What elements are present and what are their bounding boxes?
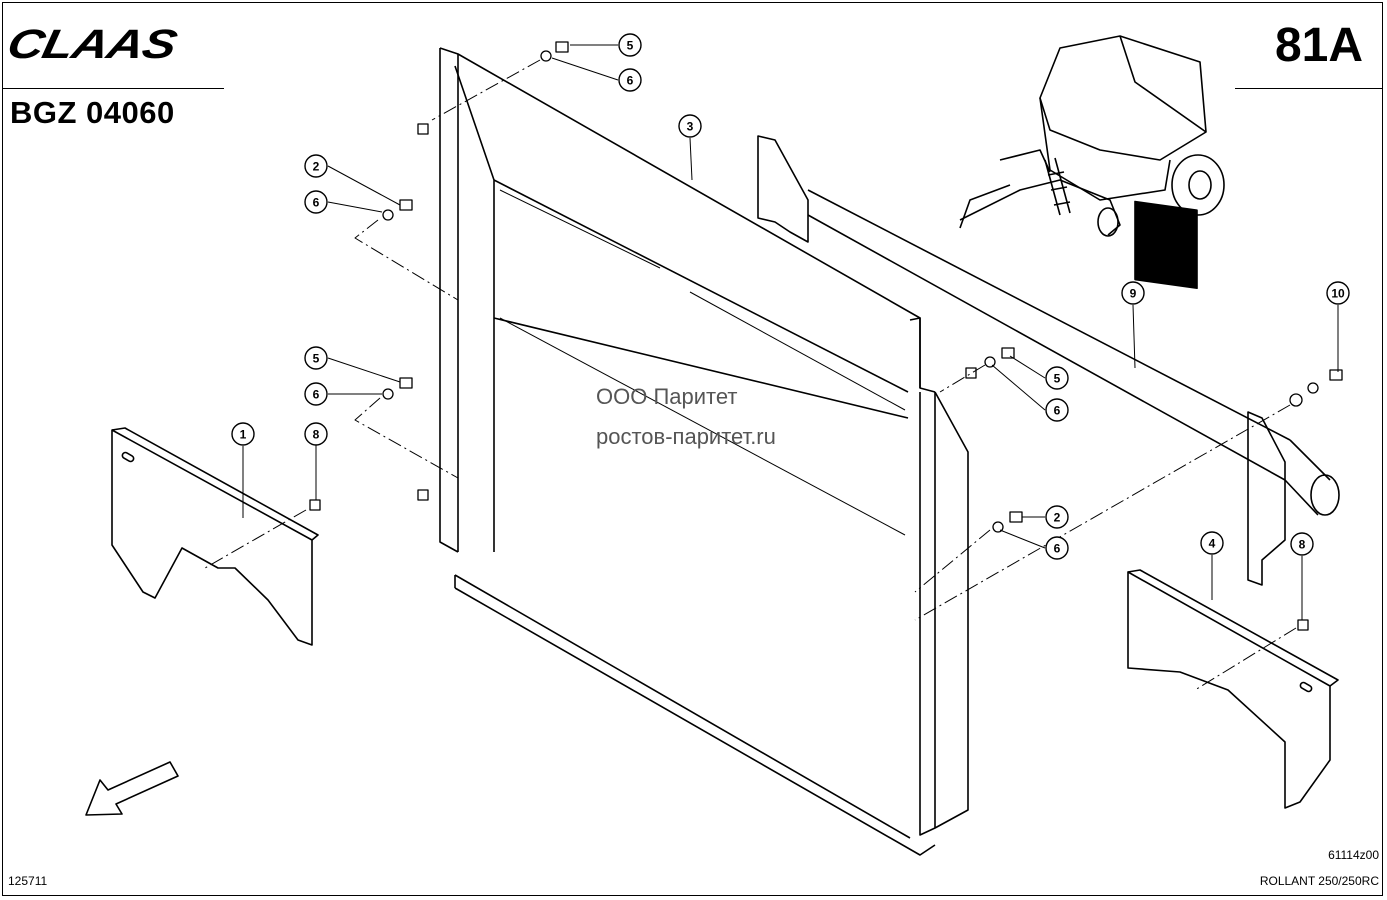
callout-bubbles: 5 6 3 2 6 9 10 5 6 5 6 1 8 2 6 4 8 — [231, 33, 1350, 560]
callout-6-left-upper: 6 — [304, 190, 328, 214]
callout-6-right: 6 — [1045, 398, 1069, 422]
left-side-plate — [111, 427, 319, 646]
svg-text:2: 2 — [1054, 511, 1061, 525]
svg-text:6: 6 — [1054, 542, 1061, 556]
callout-6-top: 6 — [618, 68, 642, 92]
arrow-down-left-icon — [85, 761, 179, 816]
model-name: ROLLANT 250/250RC — [1259, 874, 1379, 888]
callout-9: 9 — [1121, 281, 1145, 305]
svg-text:8: 8 — [1299, 538, 1306, 552]
svg-text:5: 5 — [313, 352, 320, 366]
fasteners — [309, 41, 1343, 631]
svg-text:10: 10 — [1331, 287, 1345, 301]
baler-thumbnail — [959, 35, 1225, 290]
svg-text:1: 1 — [240, 428, 247, 442]
svg-text:5: 5 — [627, 39, 634, 53]
leader-lines — [242, 44, 1339, 620]
callout-6-left-lower: 6 — [304, 382, 328, 406]
callout-5-top: 5 — [618, 33, 642, 57]
watermark-site: ростов-паритет.ru — [596, 424, 776, 449]
support-tube — [757, 135, 1340, 586]
watermark-company: ООО Паритет — [596, 384, 738, 409]
svg-text:4: 4 — [1209, 537, 1216, 551]
svg-text:3: 3 — [687, 120, 694, 134]
callout-3: 3 — [678, 114, 702, 138]
right-side-plate — [1127, 569, 1339, 809]
header-divider-right — [1235, 88, 1383, 89]
page-number: 81A — [1274, 19, 1363, 72]
svg-text:6: 6 — [1054, 404, 1061, 418]
svg-text:6: 6 — [313, 388, 320, 402]
callout-4: 4 — [1200, 531, 1224, 555]
callout-5-right: 5 — [1045, 366, 1069, 390]
svg-text:8: 8 — [313, 428, 320, 442]
callout-6-right-lower: 6 — [1045, 536, 1069, 560]
callout-10: 10 — [1326, 281, 1350, 305]
callout-1: 1 — [231, 422, 255, 446]
drawing-code: 61114z00 — [1328, 848, 1379, 862]
callout-8-right: 8 — [1290, 532, 1314, 556]
svg-text:9: 9 — [1130, 287, 1137, 301]
footer-code: 125711 — [8, 874, 48, 888]
header-divider-left — [2, 88, 224, 89]
svg-text:6: 6 — [313, 196, 320, 210]
callout-5-left: 5 — [304, 346, 328, 370]
document-code: BGZ 04060 — [10, 95, 175, 130]
svg-text:6: 6 — [627, 74, 634, 88]
alignment-lines — [204, 59, 1297, 691]
callout-2-left: 2 — [304, 154, 328, 178]
svg-text:5: 5 — [1054, 372, 1061, 386]
callout-8-left: 8 — [304, 422, 328, 446]
svg-text:2: 2 — [313, 160, 320, 174]
callout-2-right: 2 — [1045, 505, 1069, 529]
main-cover-panel — [439, 47, 969, 856]
